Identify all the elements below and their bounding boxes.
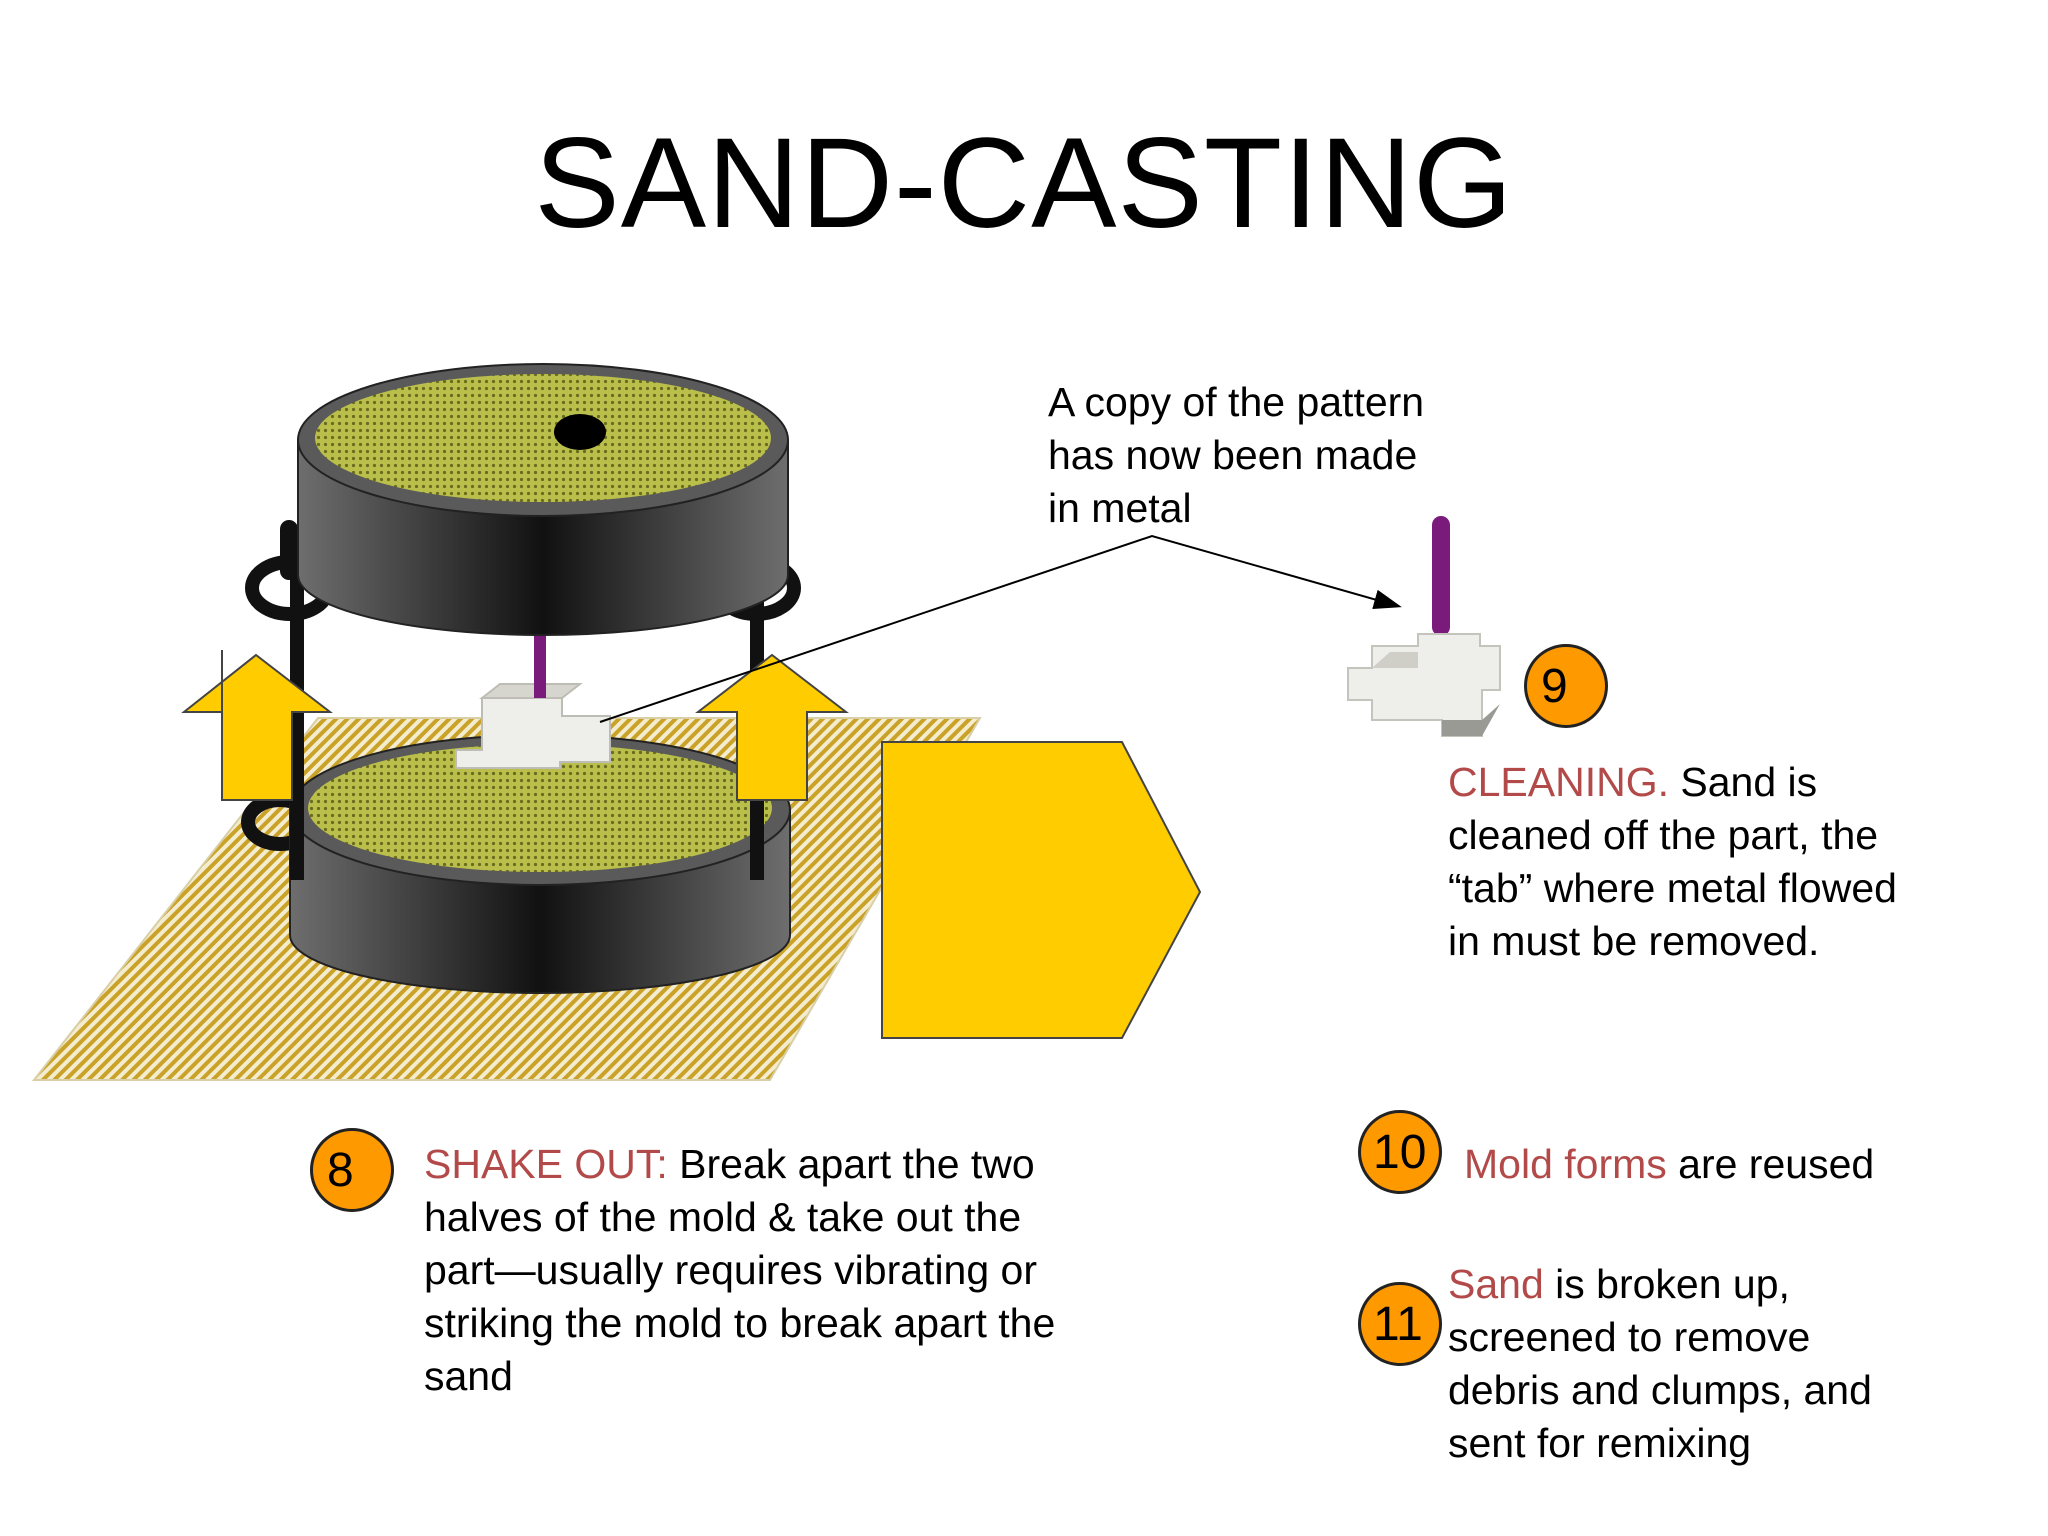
- callout-line: has now been made: [1048, 432, 1418, 478]
- pattern-copy-callout: A copy of the pattern has now been made …: [1048, 376, 1424, 535]
- page-title: SAND-CASTING: [534, 112, 1514, 255]
- step-10-badge: 10: [1358, 1110, 1442, 1194]
- lower-flask-sand: [308, 744, 772, 872]
- step-9-badge: 9: [1524, 644, 1608, 728]
- step-9-text: CLEANING. Sand is cleaned off the part, …: [1448, 759, 1897, 964]
- casting-part: [455, 697, 611, 769]
- step-11-badge: 11: [1358, 1282, 1442, 1366]
- callout-line: in metal: [1048, 485, 1192, 531]
- pouring-cup-hole: [554, 414, 606, 450]
- step-8-text: SHAKE OUT: Break apart the two halves of…: [424, 1141, 1056, 1399]
- callout-leader: [599, 534, 1402, 723]
- step-8-label: SHAKE OUT:: [424, 1141, 668, 1187]
- step-10-label: Mold forms: [1464, 1141, 1667, 1187]
- upper-flask-sand: [315, 374, 771, 502]
- metal-part-sprue: [1432, 516, 1450, 636]
- step-9-label: CLEANING.: [1448, 759, 1669, 805]
- callout-line: A copy of the pattern: [1048, 379, 1425, 425]
- right-pentagon-arrow-icon: [881, 741, 1202, 1039]
- step-11-text: Sand is broken up, screened to remove de…: [1448, 1261, 1872, 1466]
- step-8-badge: 8: [310, 1128, 394, 1212]
- up-arrow-icon: [695, 653, 849, 801]
- step-10-text: Mold forms are reused: [1464, 1141, 1875, 1187]
- up-arrow-icon: [181, 650, 333, 801]
- step-11-label: Sand: [1448, 1261, 1544, 1307]
